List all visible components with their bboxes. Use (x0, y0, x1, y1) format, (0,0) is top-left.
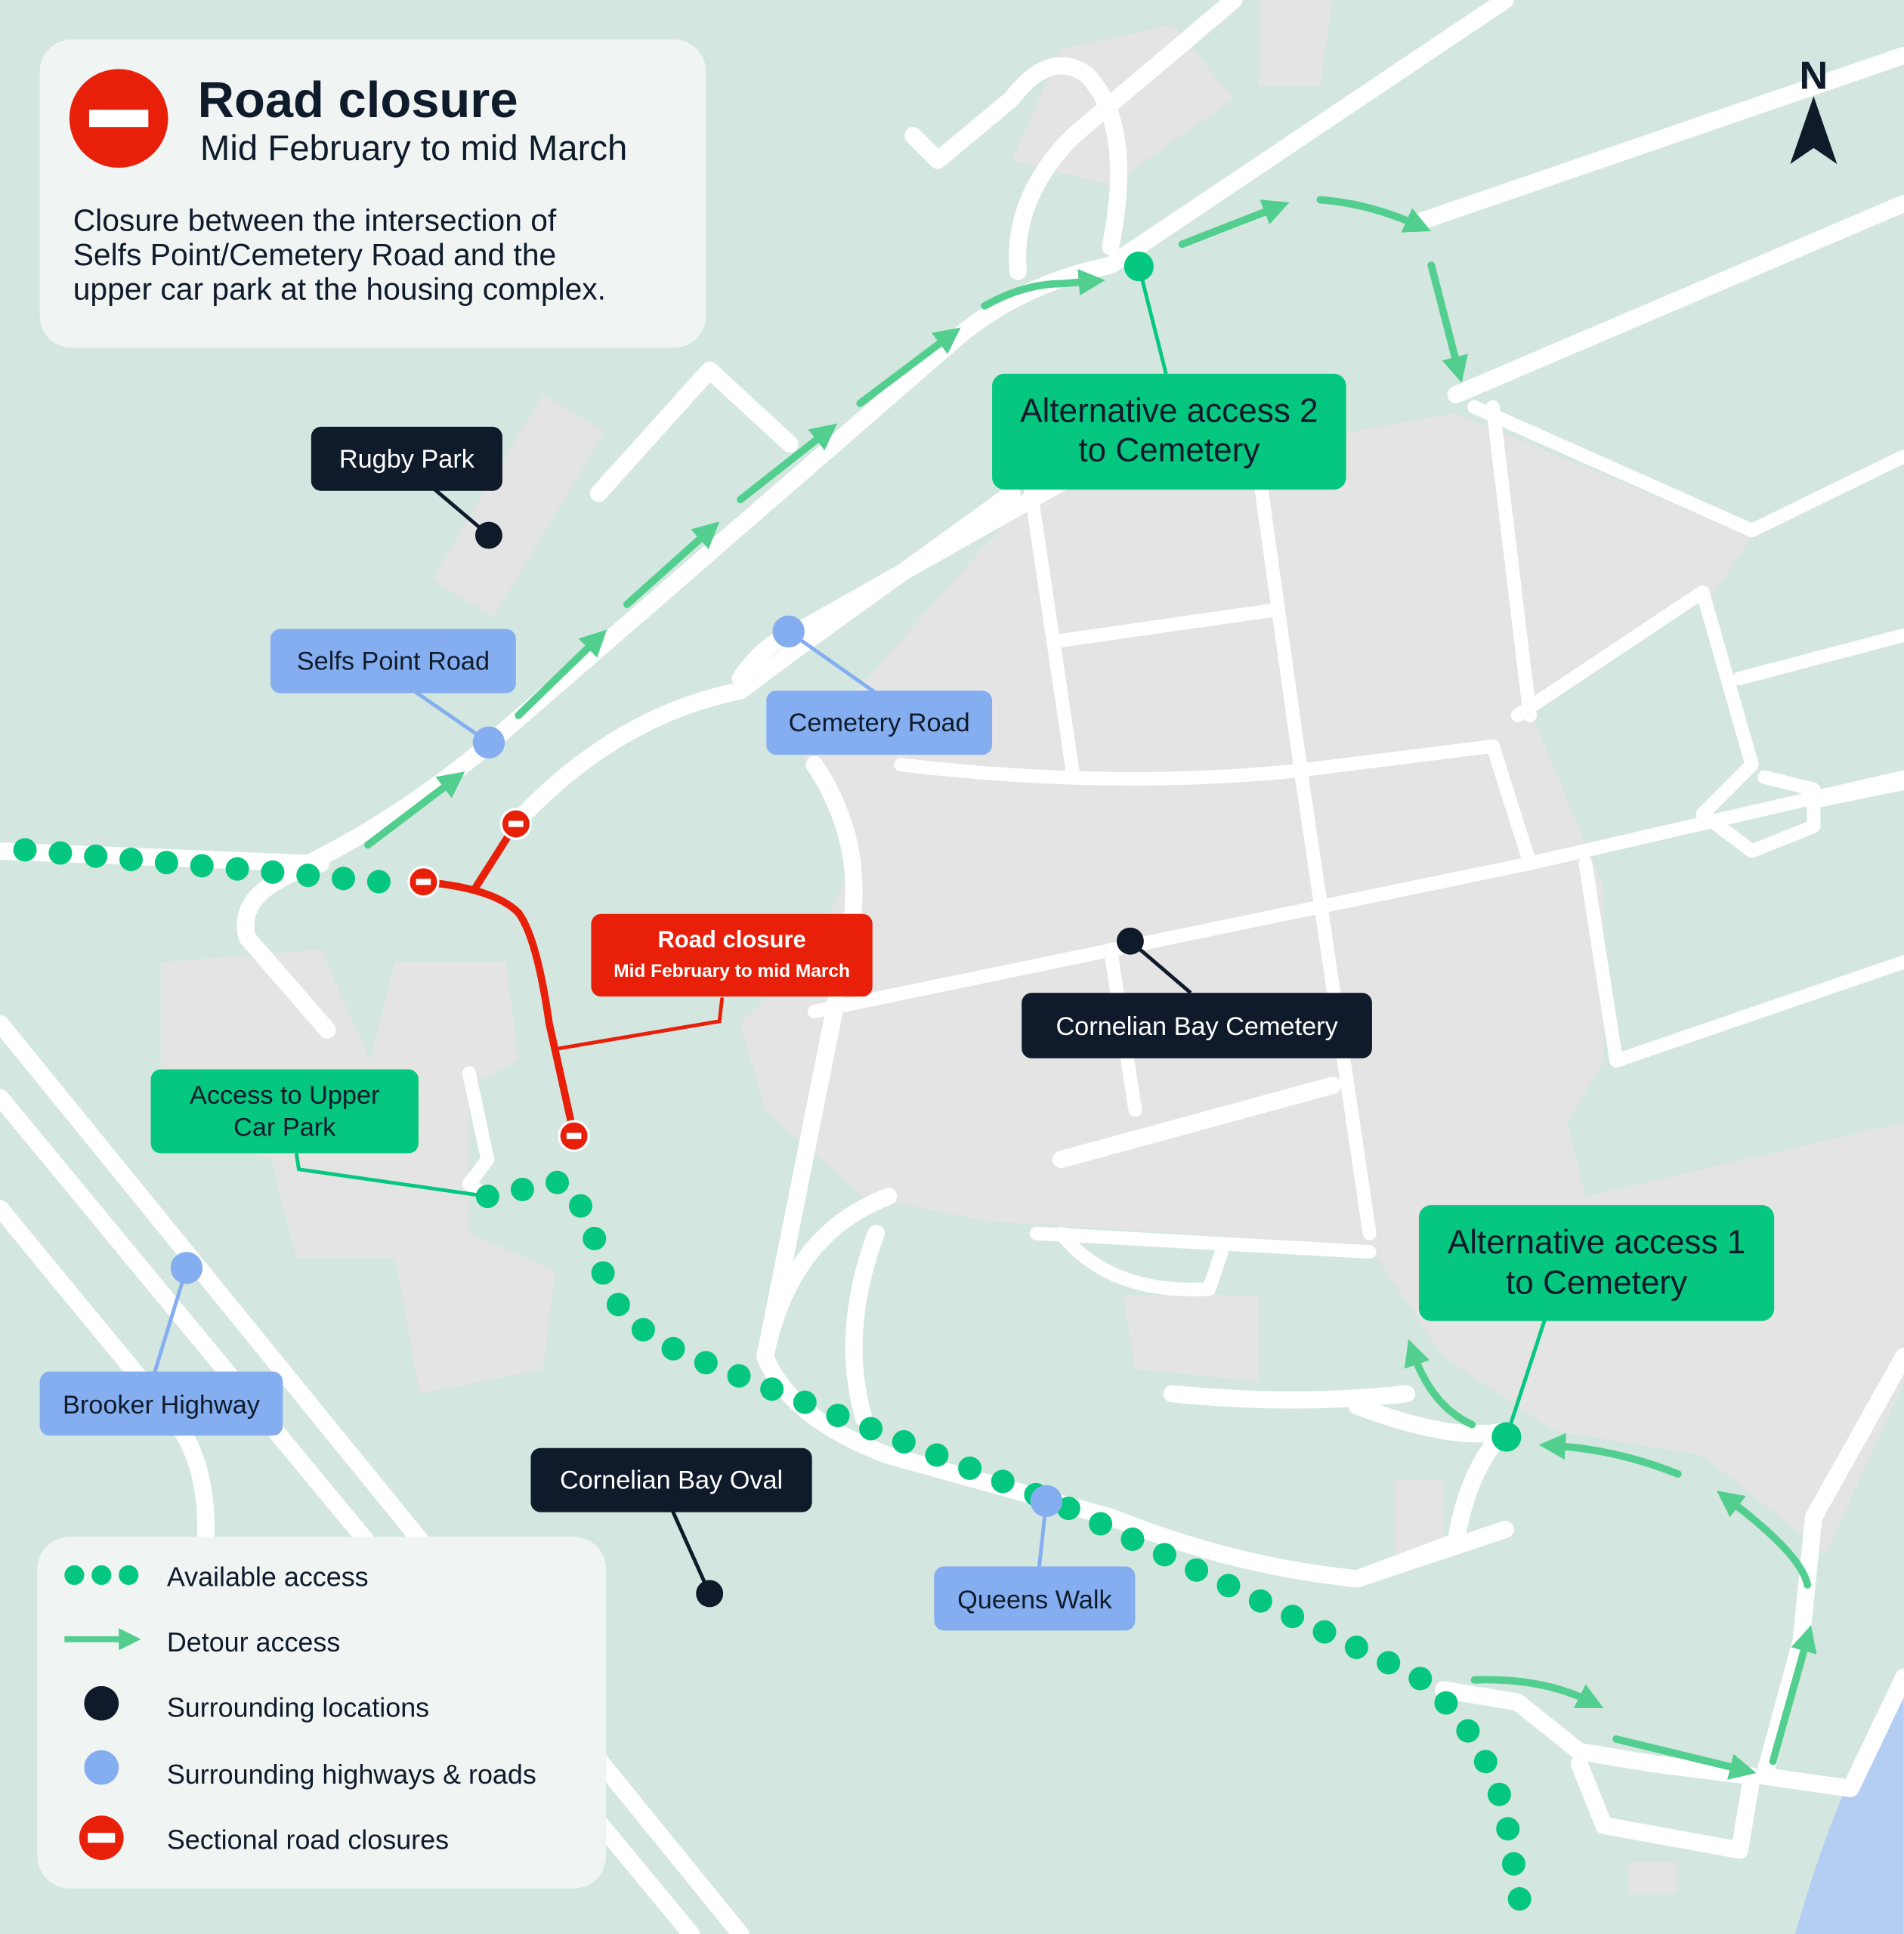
closure-icons (407, 808, 590, 1152)
road-dot (170, 1252, 203, 1284)
labels-cornelian-bay-oval: Cornelian Bay Oval (560, 1466, 783, 1495)
label-alt-access-2: Alternative access 2 to Cemetery (992, 373, 1346, 490)
legend-3-label: Surrounding highways & roads (167, 1759, 536, 1790)
available-access-route (13, 838, 1536, 1934)
label-selfs-point-road: Selfs Point Road (270, 629, 516, 694)
page-subtitle: Mid February to mid March (200, 128, 627, 168)
labels-alt-access-2-1: to Cemetery (1078, 432, 1260, 469)
markers (170, 252, 1522, 1608)
compass-label: N (1800, 54, 1828, 98)
leader-lines (153, 266, 1547, 1595)
label-access-upper-car-park: Access to Upper Car Park (150, 1069, 419, 1154)
header-description-2: upper car park at the housing complex. (73, 272, 606, 307)
legend-1-label: Detour access (167, 1627, 340, 1657)
legend-2-label: Surrounding locations (167, 1692, 429, 1723)
labels-selfs-point-road: Selfs Point Road (297, 647, 490, 676)
labels-access-upper-car-park-0: Access to Upper (190, 1081, 379, 1110)
road-dot (472, 726, 505, 759)
labels-brooker-highway: Brooker Highway (63, 1391, 261, 1420)
access-dot (1491, 1422, 1522, 1452)
no-entry-icon (79, 1815, 124, 1861)
no-entry-icon (558, 1120, 590, 1152)
label-rugby-park: Rugby Park (311, 426, 502, 491)
dots-icon (64, 1565, 139, 1585)
location-dot (696, 1580, 724, 1608)
labels-alt-access-1-0: Alternative access 1 (1448, 1224, 1745, 1261)
detour-access-route (364, 196, 1817, 1780)
location-dot (1116, 927, 1144, 955)
labels-alt-access-2-0: Alternative access 2 (1020, 392, 1318, 429)
road-dot (772, 615, 805, 648)
label-cemetery-road: Cemetery Road (766, 690, 993, 755)
labels-cornelian-bay-cemetery: Cornelian Bay Cemetery (1056, 1012, 1338, 1041)
access-dot (1124, 252, 1154, 282)
labels-alt-access-1-1: to Cemetery (1506, 1265, 1687, 1302)
labels-access-upper-car-park-1: Car Park (233, 1114, 336, 1142)
header-description-0: Closure between the intersection of (73, 202, 557, 237)
blue-dot-icon (84, 1750, 119, 1785)
no-entry-icon (407, 866, 440, 898)
legend-4-label: Sectional road closures (167, 1824, 449, 1855)
legend: Available access Detour access Surroundi… (37, 1537, 607, 1889)
label-queens-walk: Queens Walk (934, 1566, 1136, 1631)
map-labels: Rugby Park Selfs Point Road Cemetery Roa… (39, 373, 1775, 1631)
label-cornelian-bay-oval: Cornelian Bay Oval (530, 1447, 812, 1512)
labels-closure-title: Road closure (657, 926, 805, 953)
no-entry-icon (69, 69, 168, 168)
north-compass: N (1790, 54, 1838, 165)
location-dot (474, 521, 502, 549)
labels-queens-walk: Queens Walk (957, 1586, 1112, 1614)
labels-closure-sub: Mid February to mid March (614, 961, 850, 981)
legend-0-label: Available access (167, 1562, 369, 1593)
page-title: Road closure (198, 72, 518, 128)
labels-cemetery-road: Cemetery Road (789, 709, 970, 737)
header-description-1: Selfs Point/Cemetery Road and the (73, 237, 557, 272)
road-dot (1030, 1484, 1063, 1518)
label-alt-access-1: Alternative access 1 to Cemetery (1418, 1205, 1775, 1321)
header-panel: Road closure Mid February to mid March C… (39, 39, 706, 348)
north-arrow-icon (1790, 96, 1838, 165)
label-cornelian-bay-cemetery: Cornelian Bay Cemetery (1022, 993, 1372, 1058)
labels-rugby-park: Rugby Park (339, 445, 475, 474)
label-brooker-highway: Brooker Highway (39, 1371, 283, 1436)
dark-dot-icon (84, 1685, 119, 1721)
no-entry-icon (499, 808, 533, 840)
label-road-closure: Road closure Mid February to mid March (591, 913, 873, 997)
